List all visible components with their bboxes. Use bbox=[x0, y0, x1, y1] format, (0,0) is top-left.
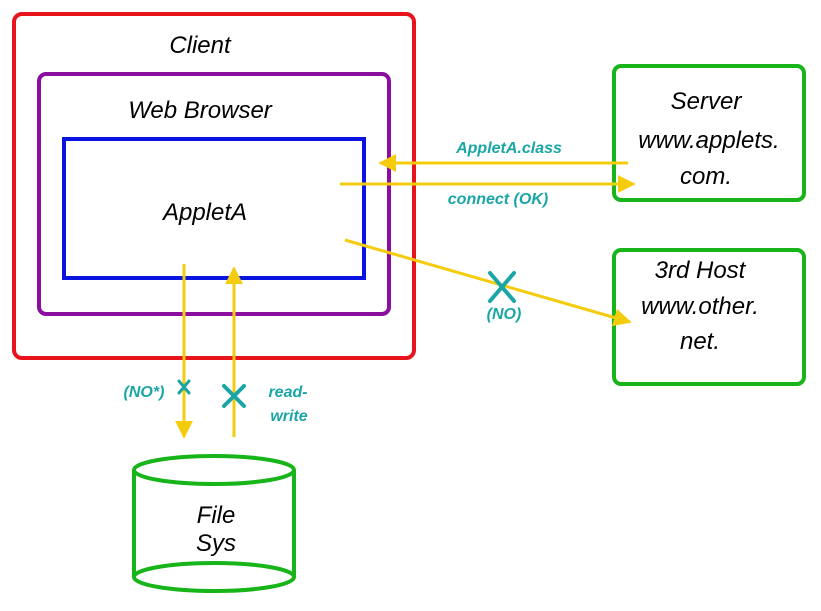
server-line1: Server bbox=[671, 88, 743, 115]
web-browser-box bbox=[37, 72, 391, 316]
no-star-blocked-mark bbox=[177, 379, 191, 395]
server-box bbox=[612, 64, 806, 202]
client-box bbox=[12, 12, 416, 360]
connect-ok-label: connect (OK) bbox=[448, 191, 548, 208]
read-write-label-1: read- bbox=[268, 384, 307, 401]
third-host-arrow bbox=[344, 238, 632, 327]
third-host-line2: www.other. bbox=[641, 293, 759, 320]
filesys-line1: File bbox=[197, 502, 236, 529]
server-line2: www.applets. bbox=[638, 127, 779, 154]
file-system-cylinder bbox=[132, 454, 296, 593]
client-label: Client bbox=[169, 32, 232, 59]
web-browser-label: Web Browser bbox=[128, 97, 273, 124]
third-host-blocked-mark bbox=[488, 271, 516, 303]
server-line3: com. bbox=[680, 163, 732, 190]
applet-box bbox=[62, 137, 366, 280]
filesys-line2: Sys bbox=[196, 530, 236, 557]
applet-label: AppletA bbox=[161, 199, 247, 226]
third-host-no-label: (NO) bbox=[487, 306, 522, 323]
read-write-blocked-mark bbox=[222, 384, 246, 408]
applet-class-label: AppletA.class bbox=[455, 140, 562, 157]
read-write-label-2: write bbox=[270, 408, 307, 425]
no-star-label: (NO*) bbox=[124, 384, 165, 401]
third-host-line1: 3rd Host bbox=[655, 257, 747, 284]
third-host-line3: net. bbox=[680, 328, 720, 355]
